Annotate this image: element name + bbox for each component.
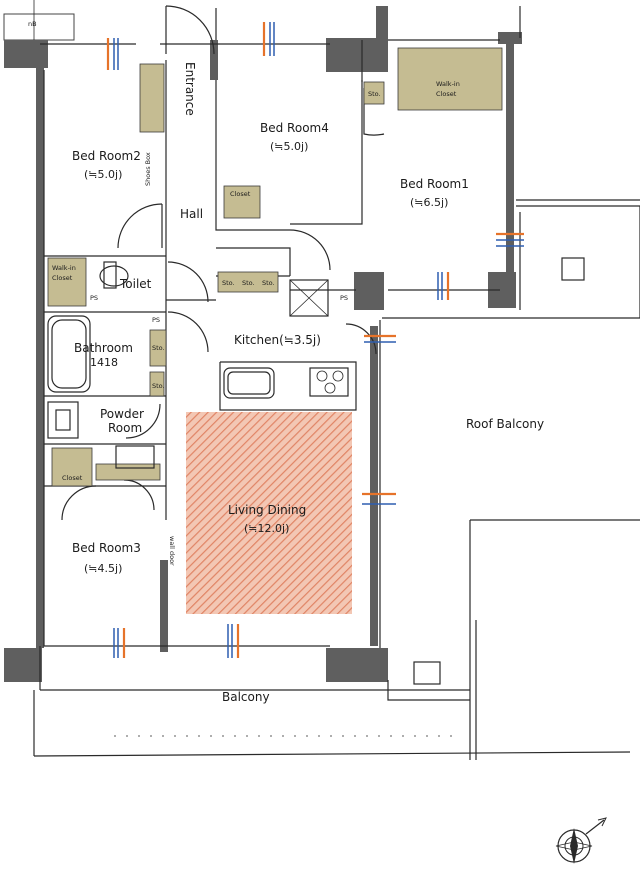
bedroom3-label: Bed Room3 <box>72 541 141 555</box>
bedroom4-size: (≒5.0j) <box>270 140 308 153</box>
powder-room-label-2: Room <box>108 421 142 435</box>
closet-label-bedroom4: Closet <box>230 190 251 198</box>
room-labels: Entrance Bed Room4 (≒5.0j) Bed Room2 (≒5… <box>72 62 544 704</box>
bedroom3-size: (≒4.5j) <box>84 562 122 575</box>
walk-in-closet-label-2b: Closet <box>52 274 73 282</box>
wall-door-label: wall door <box>168 536 176 566</box>
compass-icon <box>555 817 607 864</box>
powder-room-label-1: Powder <box>100 407 144 421</box>
pipe-space-label-1: PS <box>90 294 98 302</box>
pipe-space-label-3: PS <box>340 294 348 302</box>
bedroom2-label: Bed Room2 <box>72 149 141 163</box>
partitions <box>44 40 363 520</box>
wall-lines <box>33 0 640 760</box>
bedroom4-label: Bed Room4 <box>260 121 329 135</box>
small-labels: Shoes Box Closet Walk-in Closet Walk-in … <box>52 80 460 566</box>
corner-tag-label: nB <box>28 20 37 28</box>
walls <box>4 6 522 682</box>
balcony-label: Balcony <box>222 690 270 704</box>
bedroom2-size: (≒5.0j) <box>84 168 122 181</box>
storage-label-1: Sto. <box>368 90 381 98</box>
walk-in-closet-label-2a: Walk-in <box>52 264 76 272</box>
storage-label-4: Sto. <box>262 279 275 287</box>
entrance-label: Entrance <box>183 62 197 116</box>
storage-label-3: Sto. <box>242 279 255 287</box>
closets <box>47 47 503 487</box>
bathroom-label: Bathroom <box>74 341 133 355</box>
pipe-space-label-2: PS <box>152 316 160 324</box>
bedroom1-label: Bed Room1 <box>400 177 469 191</box>
storage-label-2: Sto. <box>222 279 235 287</box>
storage-label-5: Sto. <box>152 344 165 352</box>
walk-in-closet-label-1a: Walk-in <box>436 80 460 88</box>
bedroom1-size: (≒6.5j) <box>410 196 448 209</box>
storage-label-6: Sto. <box>152 382 165 390</box>
closet-label-bedroom3: Closet <box>62 474 83 482</box>
shoes-box-label: Shoes Box <box>144 152 152 186</box>
corner-tag: nB <box>3 13 75 41</box>
roof-balcony-label: Roof Balcony <box>466 417 544 431</box>
living-dining-label: Living Dining <box>228 503 306 517</box>
kitchen-label: Kitchen(≒3.5j) <box>234 333 321 347</box>
doors <box>61 5 385 521</box>
toilet-label: Toilet <box>119 277 152 291</box>
living-dining-size: (≒12.0j) <box>244 522 289 535</box>
walk-in-closet-label-1b: Closet <box>436 90 457 98</box>
window-marks <box>106 22 524 658</box>
living-dining-area <box>186 412 352 614</box>
hall-label: Hall <box>180 207 203 221</box>
bathroom-size: 1418 <box>90 356 118 369</box>
fixtures <box>47 257 585 685</box>
